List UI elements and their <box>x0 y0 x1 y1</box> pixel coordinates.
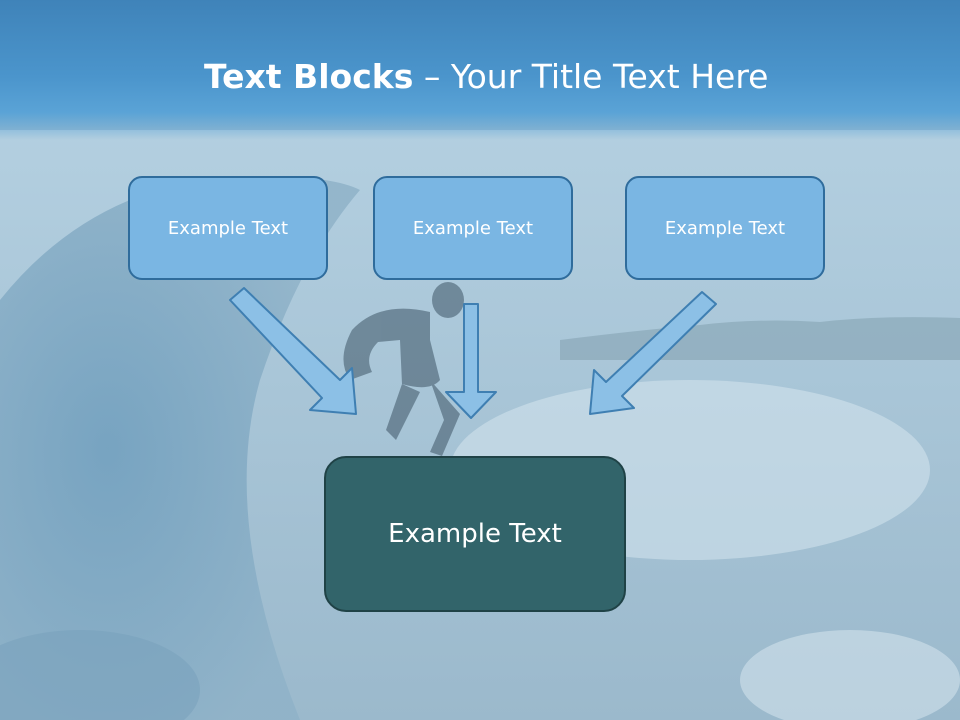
text-block-3[interactable]: Example Text <box>625 176 825 280</box>
text-block-2[interactable]: Example Text <box>373 176 573 280</box>
title-bar <box>0 0 960 140</box>
title-bold: Text Blocks <box>204 57 414 96</box>
text-block-1[interactable]: Example Text <box>128 176 328 280</box>
arrow-left <box>229 287 357 415</box>
title-rest: – Your Title Text Here <box>413 57 769 96</box>
arrow-center <box>445 303 497 419</box>
arrow-right <box>589 291 717 415</box>
slide-title: Text Blocks – Your Title Text Here <box>204 52 768 102</box>
center-text-block[interactable]: Example Text <box>324 456 626 612</box>
